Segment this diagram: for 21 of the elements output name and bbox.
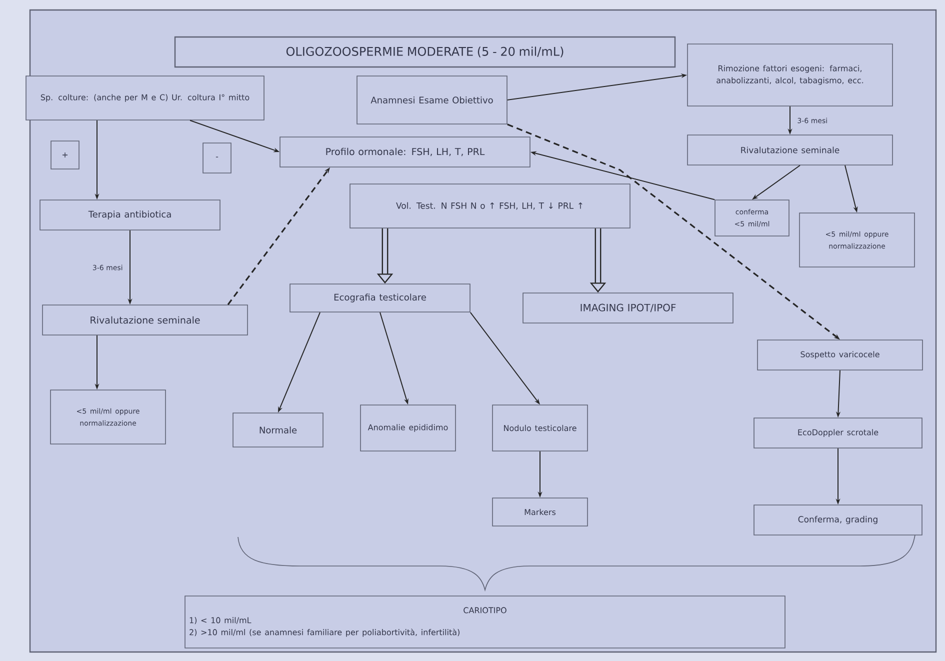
step-box: Anomalie epididimo xyxy=(360,404,456,452)
title-box: OLIGOZOOSPERMIE MODERATE (5 - 20 mil/mL) xyxy=(174,36,676,68)
step-box: IMAGING IPOT/IPOF xyxy=(522,292,734,324)
step-box: Rivalutazione seminale xyxy=(42,304,248,336)
step-box: Sospetto varicocele xyxy=(757,340,923,370)
step-box: Terapia antibiotica xyxy=(40,200,220,230)
step-box: Rivalutazione seminale xyxy=(687,134,893,166)
step-box: Ecografia testicolare xyxy=(290,284,470,312)
sign-box: + xyxy=(50,140,80,170)
step-box: EcoDoppler scrotale xyxy=(754,418,922,448)
step-box: Rimozione fattori esogeni: farmaci, anabolizzanti, alcol, tabagismo, ecc. xyxy=(687,44,893,106)
step-box: CARIOTIPO 1) < 10 mil/mL 2) >10 mil/ml (se anamnesi familiare per poliabortività, infertilità) xyxy=(184,596,786,648)
sign-box: - xyxy=(202,142,232,174)
step-box: Markers xyxy=(492,498,588,526)
step-box: Anamnesi Esame Obiettivo xyxy=(356,76,508,124)
step-box: Vol. Test. N FSH N o ↑ FSH, LH, T ↓ PRL ↑ xyxy=(350,184,630,228)
step-box: Sp. colture: (anche per M e C) Ur. coltura I° mitto xyxy=(26,76,264,120)
step-box: Conferma, grading xyxy=(754,504,922,536)
step-box: Normale xyxy=(232,412,324,448)
step-box: Nodulo testicolare xyxy=(492,404,588,452)
step-box: Profilo ormonale: FSH, LH, T, PRL xyxy=(280,136,530,168)
